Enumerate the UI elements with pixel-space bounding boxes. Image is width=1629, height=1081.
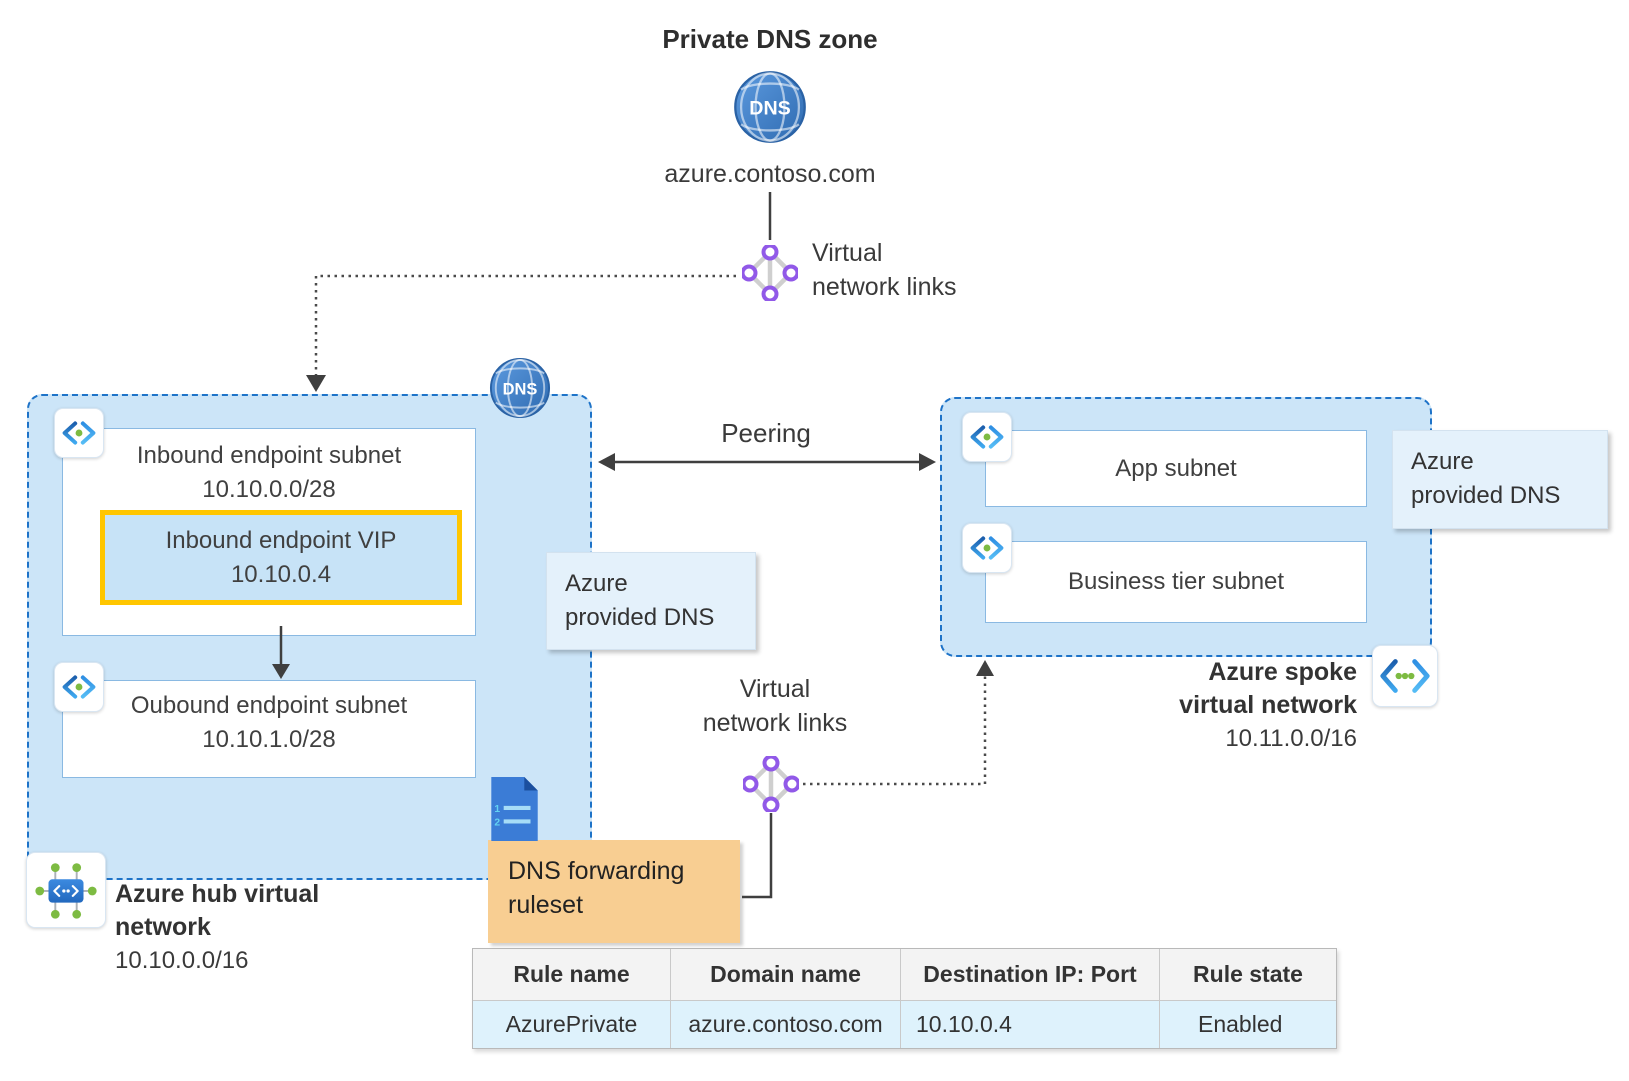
- business-subnet-name: Business tier subnet: [1067, 568, 1285, 595]
- vnet-links-line1: Virtual: [812, 239, 883, 267]
- business-tier-subnet-box: Business tier subnet: [985, 541, 1367, 623]
- inbound-vip-name: Inbound endpoint VIP: [165, 526, 397, 554]
- dns-forwarding-ruleset-line2: ruleset: [508, 891, 584, 919]
- dns-forwarding-rule-table: Rule name Domain name Destination IP: Po…: [472, 948, 1337, 1049]
- table-header-rule-name: Rule name: [473, 949, 671, 1001]
- spoke-vnet-cidr: 10.11.0.0/16: [1225, 725, 1357, 752]
- table-cell-rule-state: Enabled: [1160, 1001, 1336, 1048]
- dns-zone-domain: azure.contoso.com: [664, 160, 876, 188]
- spoke-vnet-name-line2: virtual network: [1179, 691, 1357, 719]
- hub-vnet-name-line2: network: [115, 913, 211, 941]
- inbound-subnet-name: Inbound endpoint subnet: [136, 442, 402, 469]
- dns-forwarding-ruleset-line1: DNS forwarding: [508, 857, 685, 885]
- arrowhead-into-hub: [306, 375, 326, 392]
- table-cell-rule-name: AzurePrivate: [473, 1001, 671, 1048]
- subnet-icon-business: [962, 523, 1012, 573]
- spoke-virtual-network-icon: [1372, 645, 1438, 707]
- app-subnet-box: App subnet: [985, 430, 1367, 507]
- azure-provided-dns-line1: Azure: [565, 570, 628, 597]
- virtual-network-links-icon-bottom: [743, 756, 799, 812]
- virtual-network-links-label-top: Virtual network links: [812, 236, 957, 304]
- hub-vnet-label: Azure hub virtual network 10.10.0.0/16: [115, 878, 319, 977]
- outbound-subnet-name: Oubound endpoint subnet: [130, 692, 408, 719]
- subnet-icon-inbound: [54, 408, 104, 458]
- inbound-vip-ip: 10.10.0.4: [230, 560, 332, 588]
- line-links-to-ruleset: [742, 813, 773, 899]
- hub-dns-globe-label: DNS: [503, 380, 538, 398]
- table-header-rule-state: Rule state: [1160, 949, 1336, 1001]
- doc-line-number-1: 1: [494, 804, 500, 815]
- arrowhead-into-spoke: [976, 660, 994, 676]
- spoke-vnet-name-line1: Azure spoke: [1208, 658, 1357, 686]
- table-header-destination-ip-port: Destination IP: Port: [901, 949, 1160, 1001]
- vnet-links-line2: network links: [812, 273, 957, 301]
- azure-provided-dns-note-right: Azure provided DNS: [1392, 430, 1608, 529]
- table-cell-destination-ip-port: 10.10.0.4: [901, 1001, 1160, 1048]
- dns-ruleset-document-icon: 1 2: [488, 776, 540, 842]
- hub-virtual-network-icon: [26, 852, 106, 928]
- virtual-network-links-icon-top: [742, 245, 798, 301]
- table-header-domain-name: Domain name: [671, 949, 901, 1001]
- peering-arrowhead-right: [919, 453, 936, 471]
- table-cell-domain-name: azure.contoso.com: [671, 1001, 901, 1048]
- hub-dns-globe-icon: DNS: [489, 357, 551, 419]
- doc-line-number-2: 2: [494, 818, 500, 829]
- spoke-vnet-label: Azure spoke virtual network 10.11.0.0/16: [1057, 656, 1357, 755]
- hub-vnet-cidr: 10.10.0.0/16: [115, 947, 249, 974]
- peering-label: Peering: [721, 418, 811, 448]
- app-subnet-name: App subnet: [1115, 454, 1237, 482]
- outbound-subnet-cidr: 10.10.1.0/28: [202, 726, 336, 753]
- inbound-endpoint-vip-box: Inbound endpoint VIP 10.10.0.4: [100, 510, 462, 605]
- azure-provided-dns-line1: Azure: [1411, 448, 1474, 475]
- inbound-subnet-cidr: 10.10.0.0/28: [202, 476, 336, 503]
- vnet-links-line2: network links: [702, 709, 848, 737]
- azure-provided-dns-line2: provided DNS: [565, 604, 715, 631]
- azure-provided-dns-line2: provided DNS: [1411, 482, 1561, 509]
- private-dns-zone-title: Private DNS zone: [662, 24, 878, 54]
- hub-vnet-name-line1: Azure hub virtual: [115, 880, 320, 908]
- dns-globe-label: DNS: [749, 98, 790, 120]
- vnet-links-line1: Virtual: [739, 675, 811, 703]
- dns-globe-icon: DNS: [733, 70, 807, 144]
- virtual-network-links-label-bottom: Virtual network links: [655, 672, 895, 740]
- subnet-icon-outbound: [54, 662, 104, 712]
- dns-forwarding-ruleset-box: DNS forwarding ruleset: [488, 840, 740, 943]
- outbound-endpoint-subnet-box: Oubound endpoint subnet 10.10.1.0/28: [62, 680, 476, 778]
- peering-arrowhead-left: [598, 453, 615, 471]
- subnet-icon-app: [962, 412, 1012, 462]
- azure-provided-dns-note-left: Azure provided DNS: [546, 552, 756, 650]
